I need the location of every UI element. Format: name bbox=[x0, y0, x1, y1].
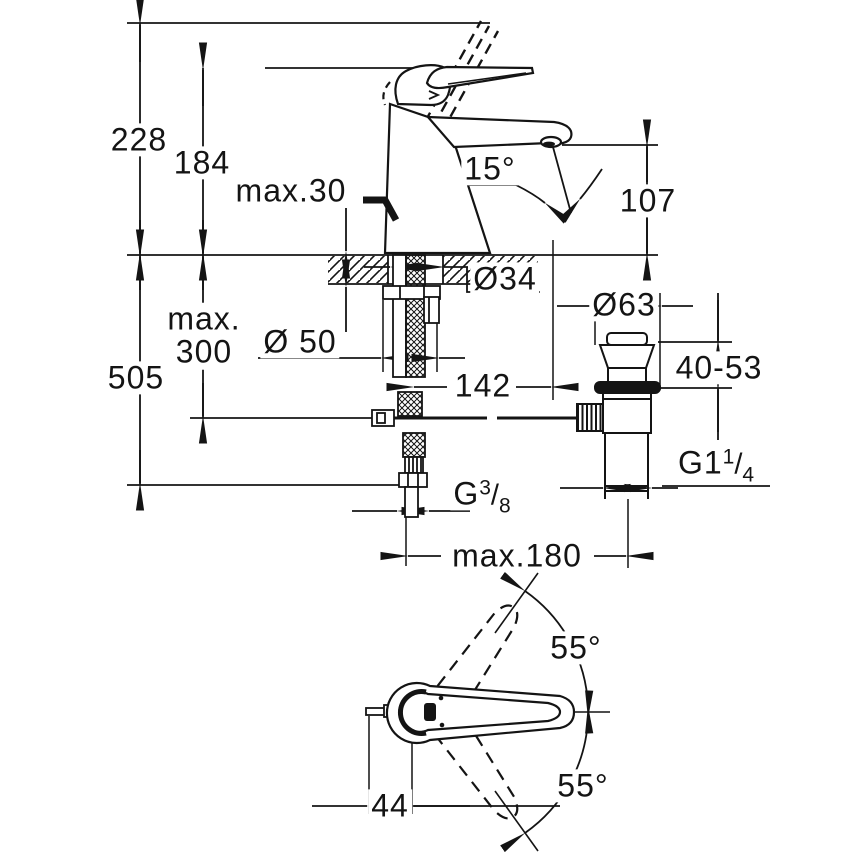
dim-max-depth: max. 300 bbox=[164, 300, 244, 370]
handle-plan-view bbox=[365, 571, 610, 853]
dim-spout-height: 107 bbox=[616, 184, 680, 218]
supply-thread-slash: / bbox=[490, 479, 499, 512]
dim-hole-diameter: Ø34 bbox=[470, 262, 540, 296]
dim-total-depth: 505 bbox=[104, 361, 168, 395]
dim-swivel-angle-top: 55° bbox=[547, 631, 605, 665]
dim-base-diameter: Ø 50 bbox=[260, 325, 340, 359]
dim-spout-projection: 142 bbox=[451, 369, 515, 403]
faucet-side-view bbox=[363, 20, 573, 255]
waste-thread-slash: / bbox=[734, 448, 743, 481]
dim-supply-thread: G3/8 bbox=[450, 475, 514, 517]
dim-deck-thickness: max.30 bbox=[232, 174, 350, 208]
dim-clamping-range: 40-53 bbox=[672, 351, 766, 385]
dim-height-to-lever: 184 bbox=[170, 146, 234, 180]
dim-waste-thread: G11/4 bbox=[674, 444, 758, 486]
dim-waste-flange-diameter: Ø63 bbox=[589, 288, 659, 322]
dim-spout-angle: 15° bbox=[461, 152, 519, 186]
dim-max-depth-line2: 300 bbox=[175, 334, 233, 370]
dim-max-depth-line1: max. bbox=[167, 300, 241, 337]
dim-swivel-angle-bottom: 55° bbox=[554, 769, 612, 803]
waste-thread-sub: 4 bbox=[742, 463, 755, 487]
dim-height-total: 228 bbox=[107, 123, 171, 157]
waste-thread-base: G1 bbox=[677, 444, 723, 481]
drain-assembly bbox=[576, 332, 661, 499]
shank-and-hoses bbox=[371, 254, 577, 518]
supply-thread-sup: 3 bbox=[479, 476, 491, 500]
dim-max-distance: max.180 bbox=[449, 539, 585, 573]
supply-thread-sub: 8 bbox=[498, 494, 511, 518]
dim-handle-offset: 44 bbox=[368, 789, 412, 823]
waste-thread-sup: 1 bbox=[722, 445, 735, 469]
supply-thread-base: G bbox=[453, 475, 480, 512]
